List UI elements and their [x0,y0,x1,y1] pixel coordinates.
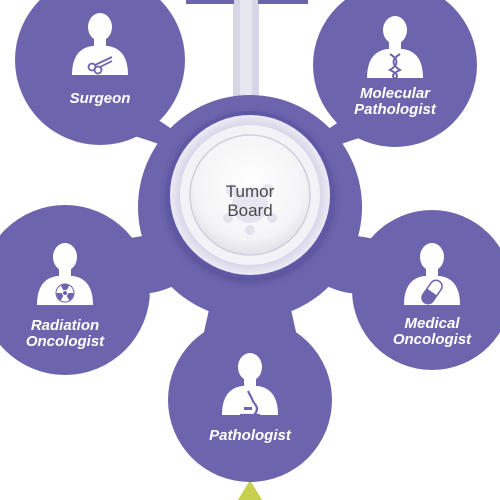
role-node-surgeon[interactable]: Surgeon [15,0,185,145]
top-bar-right [258,0,308,4]
top-bar-left [186,0,234,4]
role-label-surgeon: Surgeon [70,90,131,107]
person-icon [367,16,423,78]
role-label-pathologist: Pathologist [209,427,292,444]
scissors-icon [87,56,113,75]
capsule-icon [421,279,443,305]
role-label-radiation-oncologist-line2: Oncologist [26,333,105,350]
tumor-board-hub [166,111,334,279]
role-label-molecular-pathologist-line1: Molecular [360,85,431,102]
dna-icon [387,53,403,81]
role-label-medical-oncologist-line1: Medical [404,315,460,332]
role-label-molecular-pathologist-line2: Pathologist [354,101,437,118]
bottom-arrow [238,480,262,500]
person-icon [222,353,278,415]
role-label-radiation-oncologist-line1: Radiation [31,317,99,334]
role-node-pathologist[interactable]: Pathologist [168,318,332,482]
role-label-medical-oncologist-line2: Oncologist [393,331,472,348]
person-icon [72,13,128,75]
hub-cell-watermark-icon [223,184,277,235]
hub-title-line1: Tumor [226,182,275,201]
hub-title-line2: Board [227,201,272,220]
microscope-icon [240,390,260,417]
radiation-icon [55,283,75,303]
